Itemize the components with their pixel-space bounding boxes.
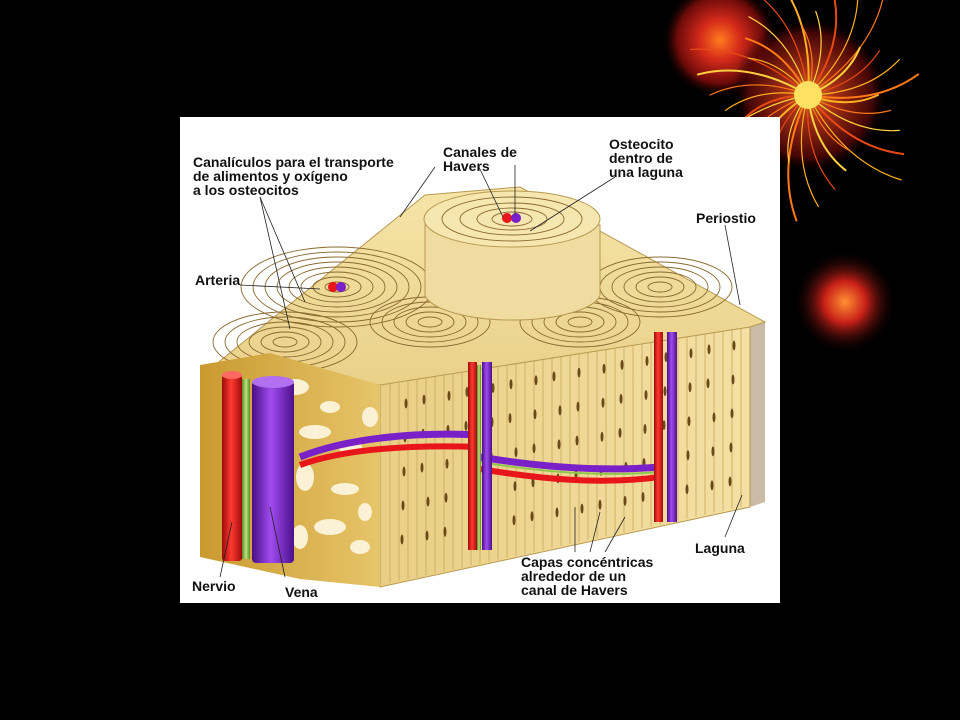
nerve-vessel [242,379,250,559]
label-vena: Vena [285,584,318,600]
label-periostio: Periostio [696,210,756,226]
label-osteocito: Osteocito dentro de una laguna [609,136,683,180]
horizontal-vein [298,430,481,461]
label-laguna: Laguna [695,540,745,556]
leader-lines [219,164,743,578]
havers-canal-artery [502,213,512,223]
lamellae-stripes [389,320,742,583]
firework-core [794,81,822,109]
label-capas-concentricas: Capas concéntricas alrededor de un canal… [521,554,654,598]
glow-circle [793,250,897,354]
label-canales-de-havers: Canales de Havers [443,144,517,174]
vein-vessel [252,381,294,563]
havers-canal-vein [336,282,346,292]
havers-canal-artery [328,282,338,292]
label-canaliculos: Canalículos para el transporte de alimen… [193,154,394,198]
osteon-cylinder [424,224,601,321]
vertical-vein [667,332,677,522]
vertical-vein [482,362,492,550]
bone-diagram: Canalículos para el transporte de alimen… [180,117,780,603]
horizontal-artery [479,466,661,484]
horizontal-artery [298,443,481,468]
bone-illustration [200,164,767,588]
artery-vessel [222,375,242,561]
vertical-artery [654,332,663,522]
vertical-artery [468,362,477,550]
vertical-nerve [477,365,481,550]
osteon-rings [212,246,733,373]
horizontal-nerve [479,461,661,475]
label-nervio: Nervio [192,578,236,594]
osteon-top-rings [441,196,583,242]
label-arteria: Arteria [195,272,241,288]
periosteum-edge [750,317,765,507]
havers-canal-vein [511,213,521,223]
horizontal-vein [479,453,661,473]
